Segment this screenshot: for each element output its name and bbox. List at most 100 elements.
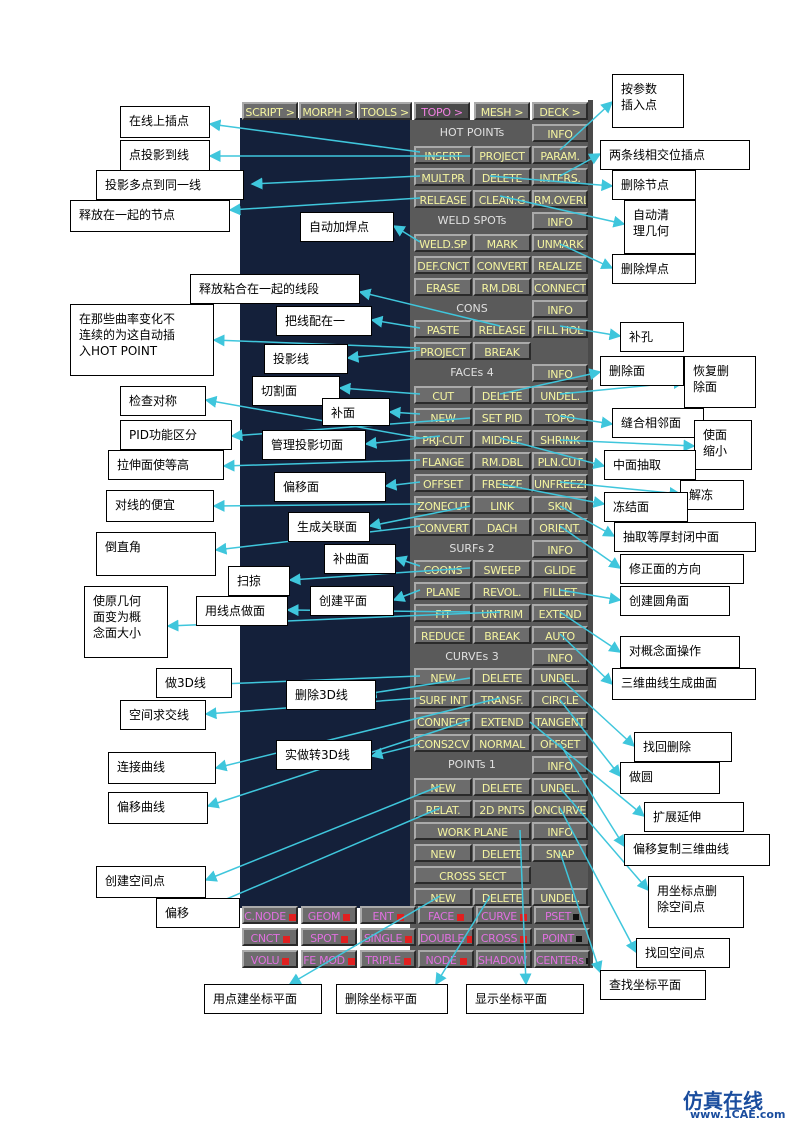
sweep-button[interactable]: SWEEP: [473, 560, 531, 578]
curves-extend-button[interactable]: EXTEND: [473, 712, 531, 730]
menu-deck[interactable]: DECK >: [532, 102, 588, 120]
curves-delete-button[interactable]: DELETE: [473, 668, 531, 686]
mark-button[interactable]: MARK: [473, 234, 531, 252]
grid-geom-button[interactable]: GEOM: [301, 906, 357, 924]
points-delete-button[interactable]: DELETE: [473, 778, 531, 796]
shrink-button[interactable]: SHRINK: [532, 430, 588, 448]
curves-info-button[interactable]: INFO: [532, 648, 588, 666]
revol-button[interactable]: REVOL.: [473, 582, 531, 600]
work-plane-button[interactable]: WORK PLANE: [414, 822, 531, 840]
release-button[interactable]: RELEASE: [414, 190, 472, 208]
grid-double-button[interactable]: DOUBLE: [418, 928, 474, 946]
cons-project-button[interactable]: PROJECT: [414, 342, 472, 360]
connecto-button[interactable]: CONNECTO: [532, 278, 588, 296]
extend-button[interactable]: EXTEND: [532, 604, 588, 622]
label-curves-to-surface: 三维曲线生成曲面: [612, 668, 756, 700]
cons-release-button[interactable]: RELEASE: [473, 320, 531, 338]
grid-curve-button[interactable]: CURVE: [476, 906, 532, 924]
pnts-2d-button[interactable]: 2D PNTS: [473, 800, 531, 818]
curves-offset-button[interactable]: OFFSET: [532, 734, 588, 752]
grid-triple-button[interactable]: TRIPLE: [360, 950, 416, 968]
plane-button[interactable]: PLANE: [414, 582, 472, 600]
grid-cnct-button[interactable]: CNCT: [242, 928, 298, 946]
label-create-point: 创建空间点: [96, 866, 206, 898]
surf-int-button[interactable]: SURF INT: [414, 690, 472, 708]
menu-morph[interactable]: MORPH >: [299, 102, 357, 120]
menu-tools[interactable]: TOOLS >: [358, 102, 412, 120]
menu-script[interactable]: SCRIPT >: [242, 102, 298, 120]
grid-face-button[interactable]: FACE: [418, 906, 474, 924]
grid-volu-button[interactable]: VOLU: [242, 950, 298, 968]
paste-button[interactable]: PASTE: [414, 320, 472, 338]
grid-single-button[interactable]: SINGLE: [360, 928, 416, 946]
grid-centers-button[interactable]: CENTERs: [534, 950, 590, 968]
erase-button[interactable]: ERASE: [414, 278, 472, 296]
set-pid-button[interactable]: SET PID: [473, 408, 531, 426]
tangent-button[interactable]: TANGENT: [532, 712, 588, 730]
cons-break-button[interactable]: BREAK: [473, 342, 531, 360]
def-cnct-button[interactable]: DEF.CNCT: [414, 256, 472, 274]
cons-info-button[interactable]: INFO: [532, 300, 588, 318]
cons2cv-button[interactable]: CONS2CV: [414, 734, 472, 752]
coons-button[interactable]: COONS: [414, 560, 472, 578]
weld-rm-dbl-button[interactable]: RM.DBL: [473, 278, 531, 296]
watermark-url: www.1CAE.com: [690, 1108, 786, 1121]
glide-button[interactable]: GLIDE: [532, 560, 588, 578]
normal-button[interactable]: NORMAL: [473, 734, 531, 752]
clean-g-button[interactable]: CLEAN.G: [473, 190, 531, 208]
link-button[interactable]: LINK: [473, 496, 531, 514]
grid-point-button[interactable]: POINT: [534, 928, 590, 946]
dach-button[interactable]: DACH: [473, 518, 531, 536]
transf-button[interactable]: TRANSF.: [473, 690, 531, 708]
menu-mesh[interactable]: MESH >: [474, 102, 530, 120]
grid-c-node-button[interactable]: C.NODE: [242, 906, 298, 924]
label-mid-surface: 中面抽取: [604, 450, 696, 480]
flange-button[interactable]: FLANGE: [414, 452, 472, 470]
weld-sp-button[interactable]: WELD.SP: [414, 234, 472, 252]
prj-cut-button[interactable]: PRJ-CUT: [414, 430, 472, 448]
wp-new-button[interactable]: NEW: [414, 844, 472, 862]
points-new-button[interactable]: NEW: [414, 778, 472, 796]
weld-info-button[interactable]: INFO: [532, 212, 588, 230]
mult-pr-button[interactable]: MULT.PR: [414, 168, 472, 186]
grid-shadow-button[interactable]: SHADOW: [476, 950, 532, 968]
surfs-break-button[interactable]: BREAK: [473, 626, 531, 644]
zonecut-button[interactable]: ZONECUT: [414, 496, 472, 514]
state-indicator-icon: [288, 913, 296, 921]
grid-pset-button[interactable]: PSET: [534, 906, 590, 924]
wp-delete-button[interactable]: DELETE: [473, 844, 531, 862]
project-button[interactable]: PROJECT: [473, 146, 531, 164]
panel-scrollbar[interactable]: [588, 100, 593, 968]
weld-convert-button[interactable]: CONVERT: [473, 256, 531, 274]
grid-spot-button[interactable]: SPOT: [301, 928, 357, 946]
cut-button[interactable]: CUT: [414, 386, 472, 404]
grid-cross-button[interactable]: CROSS: [476, 928, 532, 946]
points-info-button[interactable]: INFO: [532, 756, 588, 774]
unfreeze-button[interactable]: UNFREEZE: [532, 474, 588, 492]
label-multi-project: 投影多点到同一线: [96, 170, 244, 200]
label-shrink-face: 使面 缩小: [694, 420, 752, 470]
fillet-button[interactable]: FILLET: [532, 582, 588, 600]
realize-button[interactable]: REALIZE: [532, 256, 588, 274]
label-extract-closed: 抽取等厚封闭中面: [614, 522, 756, 552]
circle-button[interactable]: CIRCLE: [532, 690, 588, 708]
fill-hol-button[interactable]: FILL HOL: [532, 320, 588, 338]
label-gen-assoc-face: 生成关联面: [288, 512, 370, 542]
topo-button[interactable]: TOPO: [532, 408, 588, 426]
faces-rm-dbl-button[interactable]: RM.DBL: [473, 452, 531, 470]
reduce-button[interactable]: REDUCE: [414, 626, 472, 644]
wp-info-button[interactable]: INFO: [532, 822, 588, 840]
section-faces: FACEs 4: [450, 366, 494, 379]
label-pid-split: PID功能区分: [120, 420, 232, 450]
menu-topo[interactable]: TOPO >: [414, 102, 470, 120]
label-create-fillet: 创建圆角面: [620, 586, 730, 616]
param-button[interactable]: PARAM.: [532, 146, 588, 164]
orient-button[interactable]: ORIENT.: [532, 518, 588, 536]
state-indicator-icon: [529, 957, 530, 965]
rm-overl-button[interactable]: RM.OVERL: [532, 190, 588, 208]
cs-new-button[interactable]: NEW: [414, 888, 472, 906]
surfs-info-button[interactable]: INFO: [532, 540, 588, 558]
grid-ent-button[interactable]: ENT: [360, 906, 416, 924]
cross-sect-button[interactable]: CROSS SECT: [414, 866, 531, 884]
curves-new-button[interactable]: NEW: [414, 668, 472, 686]
